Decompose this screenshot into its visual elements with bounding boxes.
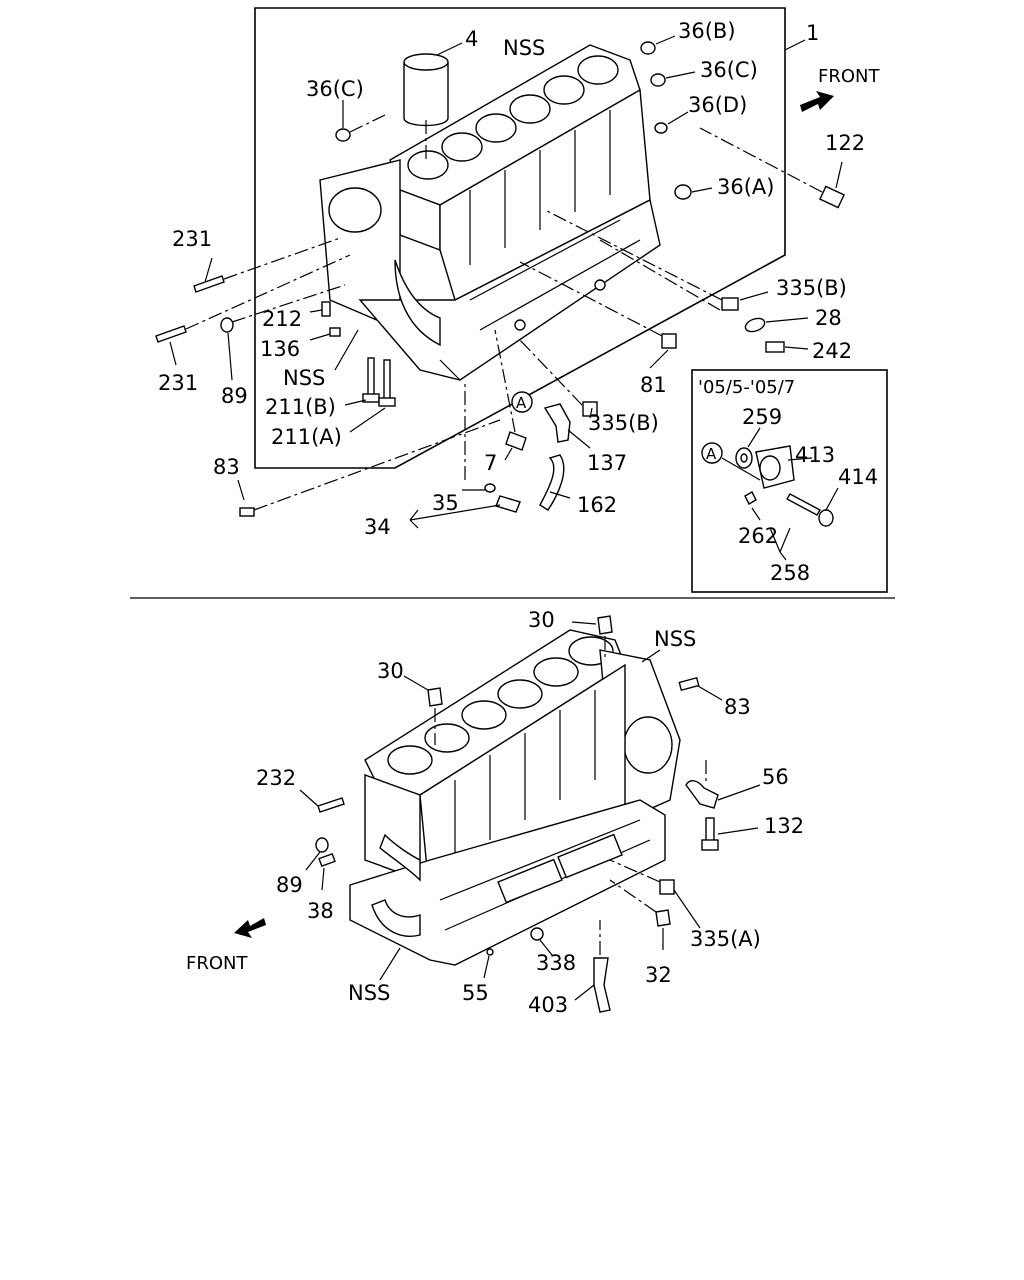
label-front-bottom: FRONT xyxy=(186,953,248,974)
label-132: 132 xyxy=(764,814,804,838)
label-83-top: 83 xyxy=(213,455,240,479)
label-242: 242 xyxy=(812,339,852,363)
bolt-122 xyxy=(699,127,845,209)
label-56: 56 xyxy=(762,765,789,789)
dowel-89 xyxy=(220,317,234,333)
right-parts xyxy=(519,209,809,369)
inset-circle-a: A xyxy=(706,445,717,463)
label-211b: 211(B) xyxy=(265,395,336,419)
label-231-b: 231 xyxy=(158,371,198,395)
label-212: 212 xyxy=(262,307,302,331)
label-28: 28 xyxy=(815,306,842,330)
label-nss-bottom: NSS xyxy=(348,981,390,1005)
label-nss-top: NSS xyxy=(503,36,545,60)
label-36c-left: 36(C) xyxy=(306,77,364,101)
center-lower-parts xyxy=(237,329,598,529)
label-335a: 335(A) xyxy=(690,927,761,951)
label-55: 55 xyxy=(462,981,489,1005)
front-arrow-icon xyxy=(234,918,266,938)
label-335b-center: 335(B) xyxy=(588,411,659,435)
label-122: 122 xyxy=(825,131,865,155)
label-38: 38 xyxy=(307,899,334,923)
inset-box xyxy=(691,369,888,593)
label-32: 32 xyxy=(645,963,672,987)
label-338: 338 xyxy=(536,951,576,975)
bottom-parts xyxy=(299,615,761,1013)
cylinder-liner xyxy=(403,42,463,160)
cylinder-block-top xyxy=(319,44,661,381)
inset-label-262: 262 xyxy=(738,524,778,548)
plugs xyxy=(335,35,713,200)
label-137: 137 xyxy=(587,451,627,475)
label-211a: 211(A) xyxy=(271,425,342,449)
inset-label-258: 258 xyxy=(770,561,810,585)
label-36d: 36(D) xyxy=(688,93,747,117)
cylinder-block-bottom xyxy=(349,629,681,966)
label-36b: 36(B) xyxy=(678,19,736,43)
label-232: 232 xyxy=(256,766,296,790)
inset-label-259: 259 xyxy=(742,405,782,429)
label-nss-top-bottom: NSS xyxy=(654,627,696,651)
label-36c-right: 36(C) xyxy=(700,58,758,82)
label-136: 136 xyxy=(260,337,300,361)
label-4: 4 xyxy=(465,27,478,51)
label-30: 30 xyxy=(377,659,404,683)
label-81: 81 xyxy=(640,373,667,397)
label-403: 403 xyxy=(528,993,568,1017)
label-231-a: 231 xyxy=(172,227,212,251)
label-83-bottom: 83 xyxy=(724,695,751,719)
assembly-frame xyxy=(254,7,786,469)
label-36a: 36(A) xyxy=(717,175,774,199)
studs-231 xyxy=(155,237,351,366)
inset-title: '05/5-'05/7 xyxy=(698,377,795,398)
label-89-bottom: 89 xyxy=(276,873,303,897)
label-7: 7 xyxy=(484,451,497,475)
label-162: 162 xyxy=(577,493,617,517)
top-section: 4 NSS 36(B) 1 36(C) FRONT 36(C) 36(D) 12… xyxy=(155,7,888,593)
label-89: 89 xyxy=(221,384,248,408)
label-34: 34 xyxy=(364,515,391,539)
label-nss-mid: NSS xyxy=(283,366,325,390)
front-arrow-icon xyxy=(800,91,834,112)
bottom-section: 30 NSS 30 83 232 56 132 89 38 335(A) FRO… xyxy=(186,608,804,1017)
label-30-top: 30 xyxy=(528,608,555,632)
label-335b-right: 335(B) xyxy=(776,276,847,300)
label-circle-a: A xyxy=(516,394,527,412)
bolts-211 xyxy=(344,357,396,433)
inset-label-414: 414 xyxy=(838,465,878,489)
label-35: 35 xyxy=(432,491,459,515)
label-front-top: FRONT xyxy=(818,66,880,87)
inset-label-413: 413 xyxy=(795,443,835,467)
label-1: 1 xyxy=(806,21,819,45)
